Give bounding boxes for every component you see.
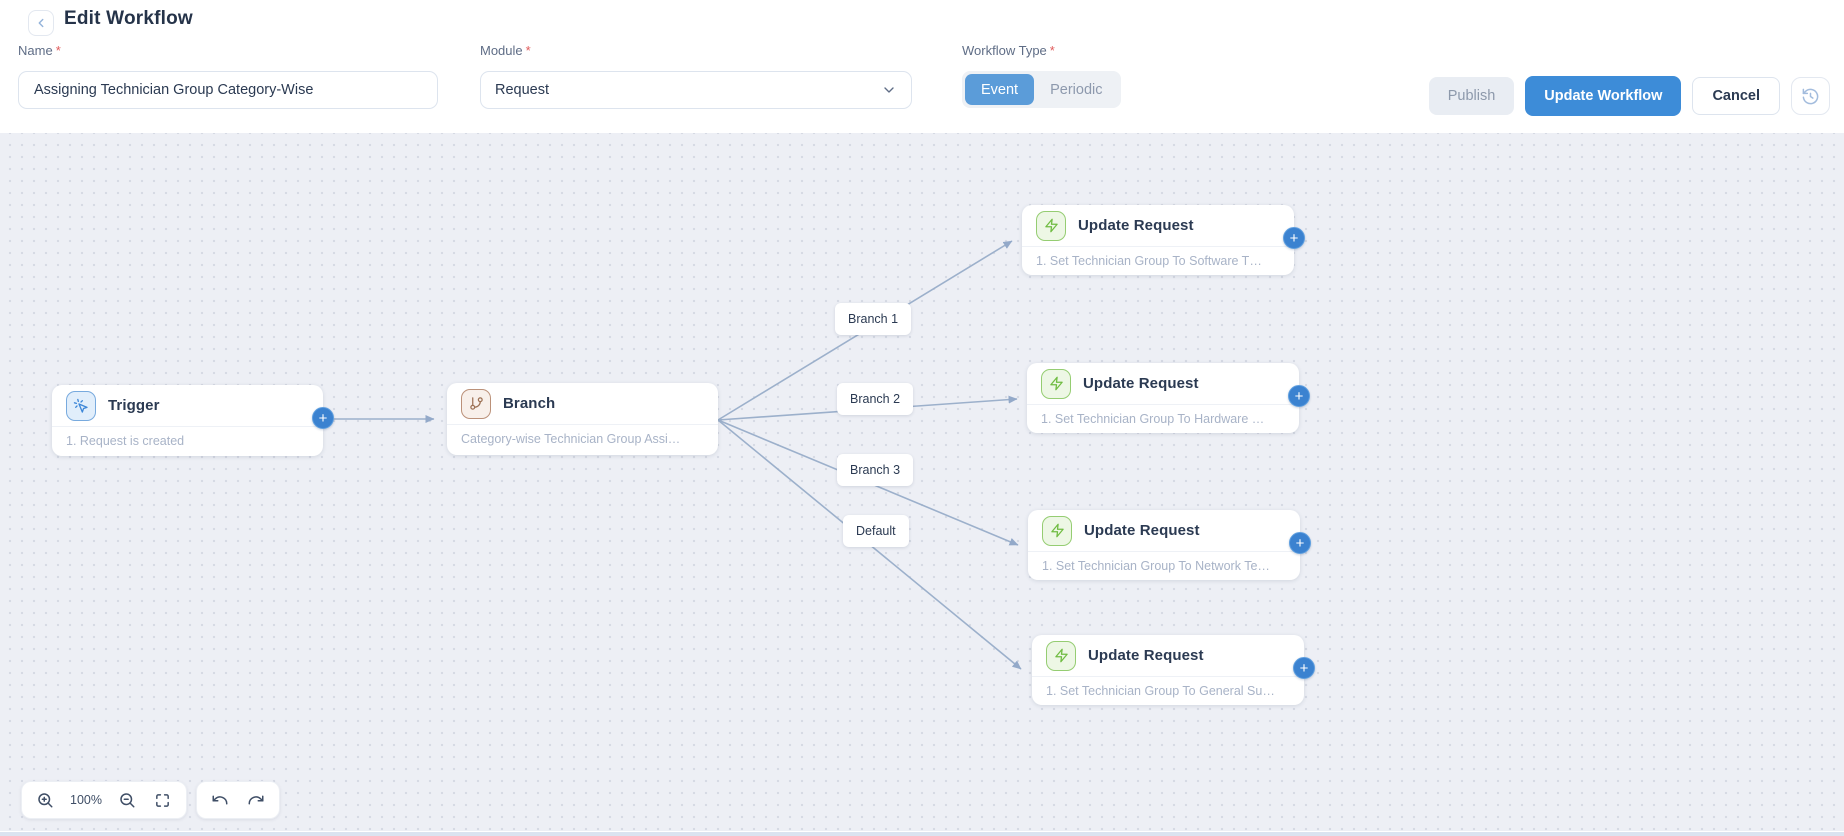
- chevron-down-icon: [884, 87, 894, 93]
- zoom-in-button[interactable]: [34, 789, 56, 811]
- workflow-type-toggle: Event Periodic: [962, 71, 1122, 108]
- trigger-click-icon: [66, 390, 96, 421]
- edge-label-branch-1[interactable]: Branch 1: [835, 303, 912, 335]
- undo-redo-group: [195, 781, 280, 819]
- node-subtitle: 1. Request is created: [66, 433, 185, 448]
- update-request-node-2[interactable]: Update Request 1. Set Technician Group T…: [1027, 363, 1310, 433]
- node-subtitle: 1. Set Technician Group To Hardware …: [1041, 411, 1265, 426]
- zoom-in-icon: [38, 793, 53, 808]
- node-subtitle: 1. Set Technician Group To General Su…: [1046, 683, 1275, 698]
- node-subtitle: 1. Set Technician Group To Network Te…: [1042, 558, 1270, 573]
- header: Edit Workflow Name* Module* Request Work…: [0, 0, 1844, 133]
- redo-icon: [248, 795, 264, 805]
- bolt-icon: [1041, 368, 1071, 399]
- node-subtitle: 1. Set Technician Group To Software T…: [1036, 253, 1262, 268]
- trigger-node[interactable]: Trigger 1. Request is created +: [52, 385, 334, 456]
- bolt-icon: [1042, 515, 1072, 546]
- node-header: Update Request: [1027, 363, 1299, 405]
- workflow-type-field-group: Workflow Type* Event Periodic: [962, 42, 1122, 108]
- node-title: Branch: [503, 395, 556, 412]
- module-selected-value: Request: [495, 82, 550, 98]
- node-title: Update Request: [1088, 647, 1204, 664]
- edge-label-branch-3[interactable]: Branch 3: [837, 454, 914, 486]
- update-request-node-3[interactable]: Update Request 1. Set Technician Group T…: [1028, 510, 1311, 580]
- header-actions: Publish Update Workflow Cancel: [1428, 76, 1830, 116]
- module-label: Module: [480, 43, 523, 58]
- update-request-node-1[interactable]: Update Request 1. Set Technician Group T…: [1022, 205, 1305, 275]
- publish-button[interactable]: Publish: [1428, 77, 1515, 115]
- name-field-group: Name*: [18, 42, 438, 109]
- add-action-button[interactable]: +: [1283, 227, 1305, 249]
- page-title: Edit Workflow: [64, 8, 193, 29]
- module-select[interactable]: Request: [480, 71, 912, 109]
- bolt-icon: [1046, 640, 1076, 671]
- zoom-out-button[interactable]: [116, 789, 138, 811]
- edge-label-default[interactable]: Default: [843, 515, 909, 547]
- workflow-type-periodic[interactable]: Periodic: [1034, 74, 1118, 105]
- required-asterisk: *: [525, 43, 531, 58]
- canvas-controls: 100%: [21, 781, 280, 819]
- add-action-button[interactable]: +: [312, 407, 334, 429]
- node-header: Update Request: [1032, 635, 1304, 677]
- node-title: Trigger: [108, 397, 160, 414]
- add-action-button[interactable]: +: [1293, 657, 1315, 679]
- fullscreen-icon: [156, 793, 170, 807]
- workflow-canvas[interactable]: Trigger 1. Request is created + Branch C…: [0, 133, 1844, 831]
- cancel-button[interactable]: Cancel: [1692, 77, 1780, 115]
- workflow-name-input[interactable]: [18, 71, 438, 109]
- add-action-button[interactable]: +: [1289, 532, 1311, 554]
- zoom-control-group: 100%: [21, 781, 187, 819]
- node-header: Update Request: [1022, 205, 1294, 247]
- history-icon: [1802, 88, 1819, 104]
- branch-node[interactable]: Branch Category-wise Technician Group As…: [447, 383, 718, 455]
- name-label: Name: [18, 43, 53, 58]
- node-subtitle: Category-wise Technician Group Assi…: [461, 431, 681, 446]
- workflow-type-label: Workflow Type: [962, 43, 1047, 58]
- bottom-strip: [0, 831, 1844, 836]
- node-header: Branch: [447, 383, 718, 425]
- bolt-icon: [1036, 210, 1066, 241]
- branch-fork-icon: [461, 388, 491, 419]
- zoom-level: 100%: [70, 793, 102, 807]
- module-field-group: Module* Request: [480, 42, 912, 109]
- update-workflow-button[interactable]: Update Workflow: [1525, 76, 1682, 116]
- chevron-left-icon: [38, 18, 44, 28]
- node-title: Update Request: [1083, 375, 1199, 392]
- undo-button[interactable]: [209, 789, 231, 811]
- node-header: Update Request: [1028, 510, 1300, 552]
- update-request-node-4[interactable]: Update Request 1. Set Technician Group T…: [1032, 635, 1315, 705]
- fit-screen-button[interactable]: [152, 789, 174, 811]
- history-button[interactable]: [1791, 77, 1830, 115]
- node-title: Update Request: [1078, 217, 1194, 234]
- required-asterisk: *: [1049, 43, 1055, 58]
- required-asterisk: *: [55, 43, 61, 58]
- zoom-out-icon: [120, 793, 135, 808]
- redo-button[interactable]: [245, 789, 267, 811]
- node-title: Update Request: [1084, 522, 1200, 539]
- add-action-button[interactable]: +: [1288, 385, 1310, 407]
- undo-icon: [212, 795, 228, 805]
- workflow-type-event[interactable]: Event: [965, 74, 1035, 105]
- back-button[interactable]: [28, 10, 54, 36]
- node-header: Trigger: [52, 385, 323, 427]
- workflow-edges: [332, 240, 1022, 670]
- edge-label-branch-2[interactable]: Branch 2: [837, 383, 914, 415]
